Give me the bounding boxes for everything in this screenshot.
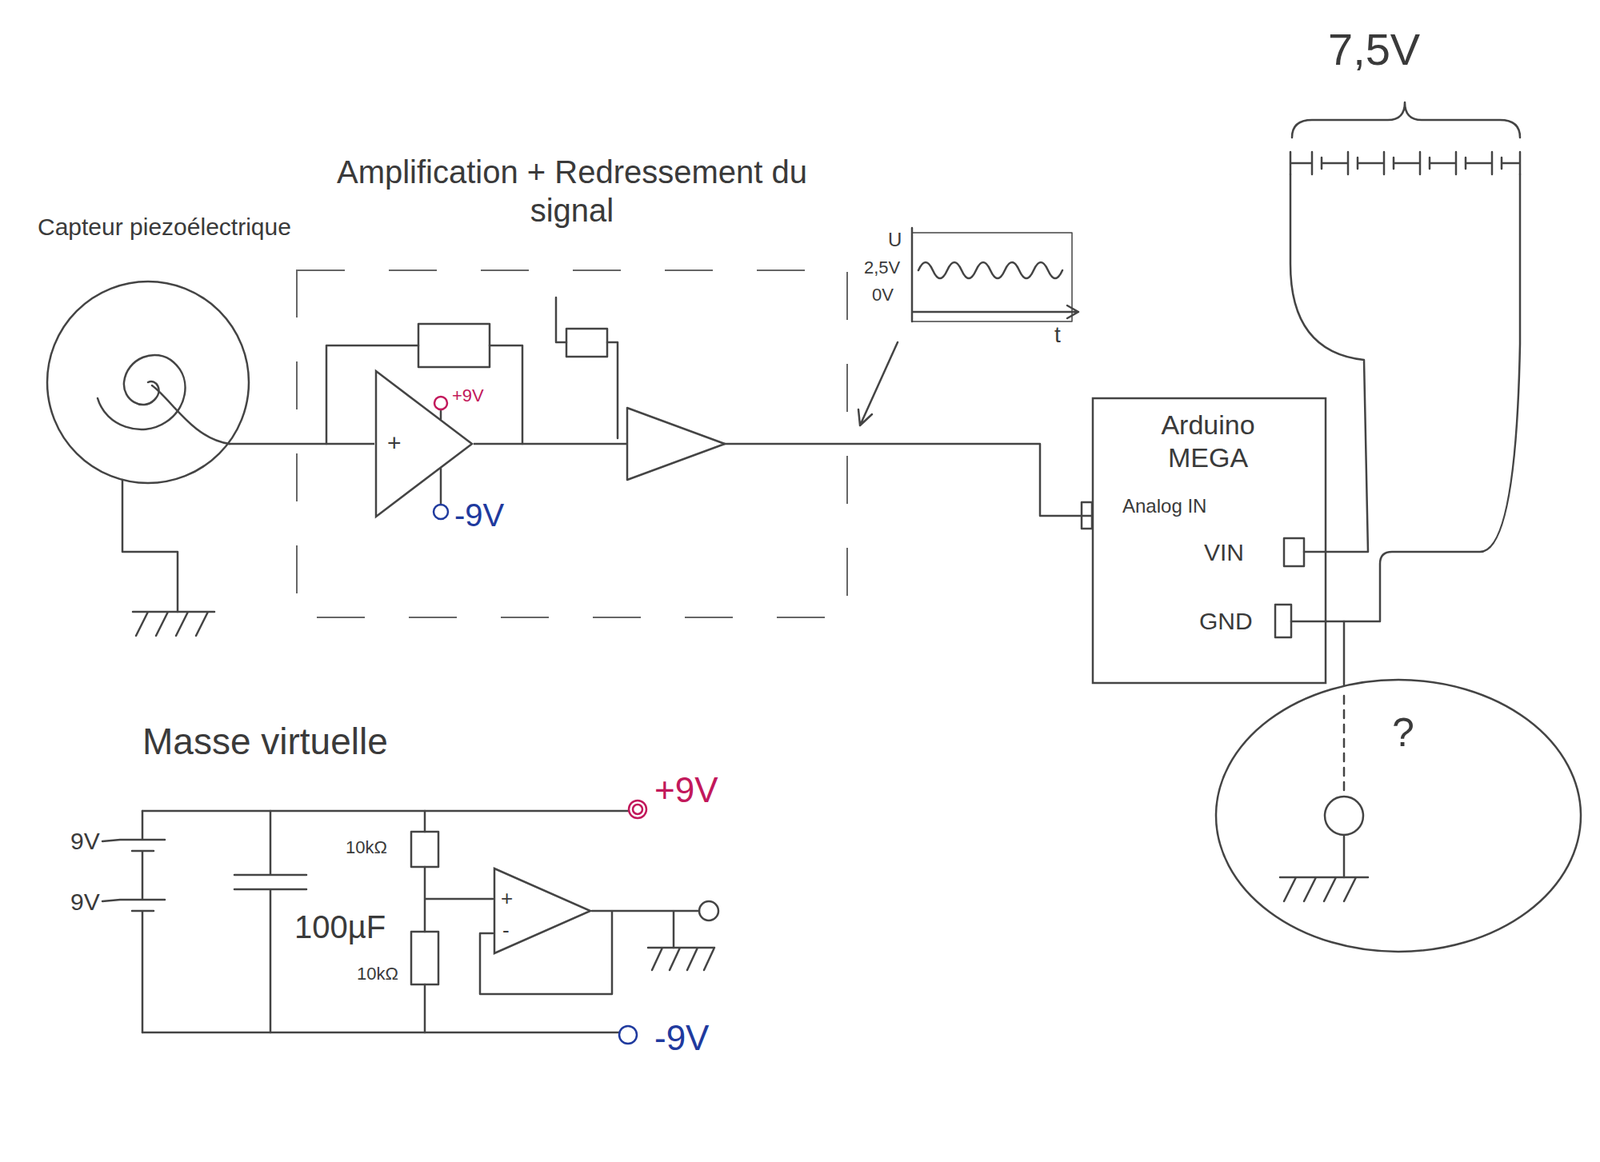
wire xyxy=(1343,835,1346,878)
axis-label: U xyxy=(888,228,902,252)
axis-label: 2,5V xyxy=(864,257,900,279)
supply-label: -9V xyxy=(654,1017,709,1060)
capacitor-value: 100µF xyxy=(294,908,386,947)
voltage-label: 9V xyxy=(70,888,100,917)
signal-graph-frame xyxy=(912,232,1072,322)
voltage-label: 7,5V xyxy=(1328,22,1420,76)
wire xyxy=(1326,621,1344,687)
wire xyxy=(1290,174,1368,552)
supply-label: +9V xyxy=(654,769,719,812)
buffer-amplifier xyxy=(627,408,725,480)
sensor-label: Capteur piezoélectrique xyxy=(37,212,294,242)
brace xyxy=(1292,102,1520,138)
resistor-value: 10kΩ xyxy=(356,964,399,985)
supply-label: -9V xyxy=(454,496,504,535)
wire xyxy=(122,480,178,612)
pin-name: Analog IN xyxy=(1122,495,1207,519)
wire xyxy=(473,444,1092,516)
battery-symbol xyxy=(1290,152,1520,175)
supply-rail xyxy=(142,810,629,813)
section-heading: Amplification + Redressement du signal xyxy=(296,152,848,230)
output-terminal xyxy=(699,901,719,921)
axis-label: 0V xyxy=(872,284,894,306)
voltage-label: 9V xyxy=(70,827,100,856)
supply-terminal xyxy=(628,800,647,819)
pin-name: VIN xyxy=(1204,538,1244,568)
ground-symbol xyxy=(132,612,215,636)
pin-name: GND xyxy=(1199,607,1253,636)
op-amp: +- xyxy=(492,867,592,956)
leader-arrow xyxy=(858,342,898,426)
supply-terminal xyxy=(433,504,448,520)
diode-component xyxy=(566,328,608,357)
supply-terminal xyxy=(632,804,643,815)
arduino-board: Arduino MEGA Analog IN VIN GND xyxy=(1092,397,1327,684)
signal-wave xyxy=(918,262,1063,279)
resistor-symbol xyxy=(411,932,439,985)
wire xyxy=(152,385,230,444)
wire xyxy=(1343,696,1346,797)
ground-terminal xyxy=(1324,796,1364,836)
wire xyxy=(424,811,493,1033)
outline xyxy=(1092,398,1326,684)
pin xyxy=(1275,604,1292,638)
outline xyxy=(296,270,848,618)
wire xyxy=(440,409,443,420)
supply-label: +9V xyxy=(452,385,484,407)
wire xyxy=(556,297,567,343)
piezo-sensor: Capteur piezoélectrique xyxy=(45,280,251,485)
resistor-symbol xyxy=(411,832,439,868)
supply-rail xyxy=(142,1032,620,1035)
feedback-component xyxy=(418,324,490,368)
section-heading: Masse virtuelle xyxy=(142,720,388,764)
wire xyxy=(326,345,419,444)
supply-terminal xyxy=(434,396,448,410)
wire xyxy=(1344,174,1520,622)
node-outline xyxy=(296,269,848,619)
board-name: Arduino MEGA xyxy=(1128,408,1288,475)
question-ellipse: ? xyxy=(1214,678,1583,954)
wire xyxy=(1291,620,1327,624)
ground-symbol xyxy=(1280,877,1368,902)
piezo-spiral xyxy=(97,355,185,430)
outline xyxy=(47,281,249,484)
ground-symbol xyxy=(648,948,715,971)
input-sign: + xyxy=(387,428,402,458)
wire xyxy=(228,443,375,446)
pin xyxy=(1284,538,1304,567)
node-outline xyxy=(45,280,251,485)
circuit-region: Amplification + Redressement du signal+ xyxy=(296,269,848,619)
outline xyxy=(494,868,591,954)
question-mark: ? xyxy=(1392,708,1415,757)
graph-axis xyxy=(912,228,1079,322)
input-sign: + xyxy=(500,886,513,912)
axis-label: t xyxy=(1054,321,1061,349)
wire xyxy=(480,911,700,995)
outline xyxy=(1216,680,1581,952)
wire xyxy=(440,468,443,505)
supply-terminal xyxy=(619,1026,637,1044)
resistor-value: 10kΩ xyxy=(345,837,388,859)
input-sign: - xyxy=(502,918,510,944)
battery-symbol xyxy=(102,811,165,1033)
wire xyxy=(607,342,618,439)
wire xyxy=(489,345,523,444)
pin xyxy=(1081,502,1092,529)
